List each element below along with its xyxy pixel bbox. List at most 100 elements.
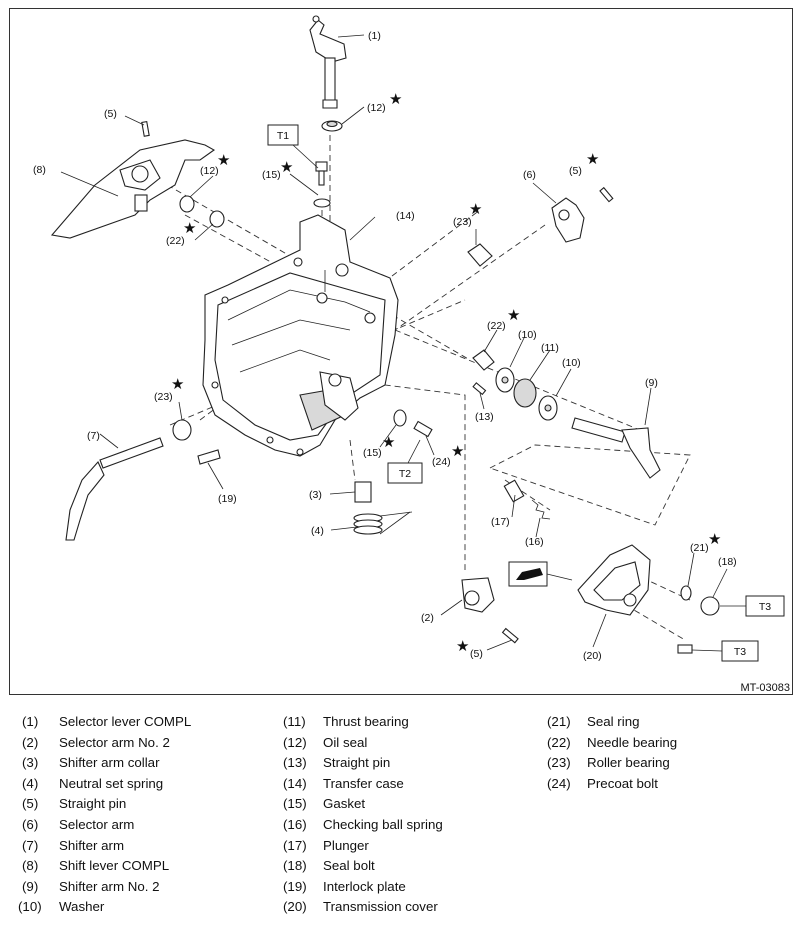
- star-5-right: ★: [586, 151, 599, 168]
- callout-23-right: (23): [453, 216, 472, 228]
- torque-tag-t3-lower: T3: [734, 646, 746, 658]
- torque-tag-t3: T3: [759, 601, 771, 613]
- right-shaft-cluster: [472, 349, 558, 421]
- seal-ring: [680, 585, 692, 601]
- interlock-plate: [197, 449, 221, 465]
- torque-tag-t2: T2: [399, 468, 411, 480]
- callout-21: (21): [690, 542, 709, 554]
- exploded-view-diagram: T1 T2 T3 T3 (1) (12) (5) (8) (12) (15) (…: [33, 15, 785, 662]
- callout-6: (6): [523, 169, 536, 181]
- star-12-left: ★: [217, 152, 230, 169]
- callout-3: (3): [309, 489, 322, 501]
- torque-tag-t1: T1: [277, 130, 289, 142]
- star-22-left: ★: [183, 220, 196, 237]
- torque-tag-t3-box: [745, 595, 785, 617]
- precoat-bolt: [413, 420, 433, 438]
- legend-row: (10)Washer: [18, 899, 105, 915]
- shift-lever: [50, 120, 216, 239]
- legend-row: (18)Seal bolt: [283, 858, 375, 874]
- legend-column-1: (1)Selector lever COMPL (2)Selector arm …: [18, 712, 272, 918]
- callout-19: (19): [218, 493, 237, 505]
- legend-row: (6)Selector arm: [22, 816, 135, 832]
- callout-5-right: (5): [569, 165, 582, 177]
- selector-arm: [551, 186, 614, 243]
- callout-5-lower: (5): [470, 648, 483, 660]
- legend-row: (2)Selector arm No. 2: [22, 734, 170, 750]
- diagram-frame: [9, 8, 793, 695]
- legend-column-2: (11)Thrust bearing (12)Oil seal (13)Stra…: [283, 712, 533, 918]
- needle-bearing-left: [209, 210, 225, 228]
- transfer-case: [202, 214, 399, 457]
- gasket-upper: [313, 198, 331, 208]
- torque-tag-t1-box: [267, 124, 299, 146]
- selector-lever: [309, 15, 347, 109]
- star-21: ★: [708, 531, 721, 548]
- shifter-arm-no2: [571, 417, 661, 479]
- legend-row: (8)Shift lever COMPL: [22, 858, 170, 874]
- callout-16: (16): [525, 536, 544, 548]
- legend-row: (12)Oil seal: [283, 734, 368, 750]
- shifter-arm: [65, 437, 164, 541]
- star-15-lower: ★: [382, 434, 395, 451]
- star-5-lower: ★: [456, 638, 469, 655]
- legend-row: (24)Precoat bolt: [547, 775, 658, 791]
- callout-14: (14): [396, 210, 415, 222]
- legend-row: (20)Transmission cover: [283, 899, 438, 915]
- parts-legend: (1)Selector lever COMPL (2)Selector arm …: [0, 712, 804, 922]
- legend-row: (22)Needle bearing: [547, 734, 678, 750]
- callout-7: (7): [87, 430, 100, 442]
- transmission-cover: [577, 544, 651, 616]
- callout-20: (20): [583, 650, 602, 662]
- callout-2: (2): [421, 612, 434, 624]
- torque-tag-t2-box: [387, 462, 423, 484]
- checking-ball-spring: [531, 499, 551, 520]
- bolt-t3-lower: [677, 644, 693, 654]
- callout-9: (9): [645, 377, 658, 389]
- legend-row: (3)Shifter arm collar: [22, 755, 160, 771]
- legend-row: (13)Straight pin: [283, 755, 391, 771]
- star-15-top: ★: [280, 159, 293, 176]
- legend-row: (7)Shifter arm: [22, 837, 125, 853]
- torque-tag-t3-lower-box: [721, 640, 759, 662]
- shifter-arm-collar: [354, 481, 372, 503]
- leader-lines: [60, 34, 746, 652]
- callout-22-right: (22): [487, 320, 506, 332]
- neutral-set-spring: [353, 511, 413, 535]
- callout-22-left: (22): [166, 235, 185, 247]
- callout-labels: (1) (12) (5) (8) (12) (15) (22) (14) (6)…: [33, 30, 737, 662]
- callout-5-left: (5): [104, 108, 117, 120]
- star-22-right: ★: [507, 307, 520, 324]
- gasket-lower: [393, 409, 407, 427]
- legend-row: (14)Transfer case: [283, 775, 404, 791]
- seal-bolt: [700, 596, 720, 616]
- legend-row: (9)Shifter arm No. 2: [22, 878, 160, 894]
- legend-column-3: (21)Seal ring (22)Needle bearing (23)Rol…: [547, 712, 797, 794]
- replace-part-stars: ★ ★ ★ ★ ★ ★ ★ ★ ★ ★ ★ ★: [171, 91, 721, 655]
- legend-row: (16)Checking ball spring: [283, 816, 443, 832]
- oil-seal-left: [179, 195, 195, 213]
- roller-bearing-left: [172, 419, 192, 441]
- legend-row: (4)Neutral set spring: [22, 775, 164, 791]
- figure-id: MT-03083: [740, 682, 790, 694]
- callout-1: (1): [368, 30, 381, 42]
- callout-18: (18): [718, 556, 737, 568]
- bolt-t1: [315, 161, 328, 186]
- callout-17: (17): [491, 516, 510, 528]
- callout-12-left: (12): [200, 165, 219, 177]
- callout-10-upper: (10): [518, 329, 537, 341]
- callout-10-lower: (10): [562, 357, 581, 369]
- legend-row: (21)Seal ring: [547, 714, 640, 729]
- star-23-left: ★: [171, 376, 184, 393]
- legend-row: (19)Interlock plate: [283, 878, 406, 894]
- callout-15-lower: (15): [363, 447, 382, 459]
- legend-row: (15)Gasket: [283, 796, 366, 812]
- callout-11: (11): [541, 342, 559, 354]
- legend-row: (17)Plunger: [283, 837, 369, 853]
- star-24: ★: [451, 443, 464, 460]
- roller-bearing-right: [467, 243, 493, 267]
- plunger: [503, 479, 525, 503]
- legend-row: (5)Straight pin: [22, 796, 127, 812]
- callout-15-top: (15): [262, 169, 281, 181]
- liquid-gasket-icon: [508, 561, 573, 587]
- legend-row: (1)Selector lever COMPL: [22, 714, 192, 729]
